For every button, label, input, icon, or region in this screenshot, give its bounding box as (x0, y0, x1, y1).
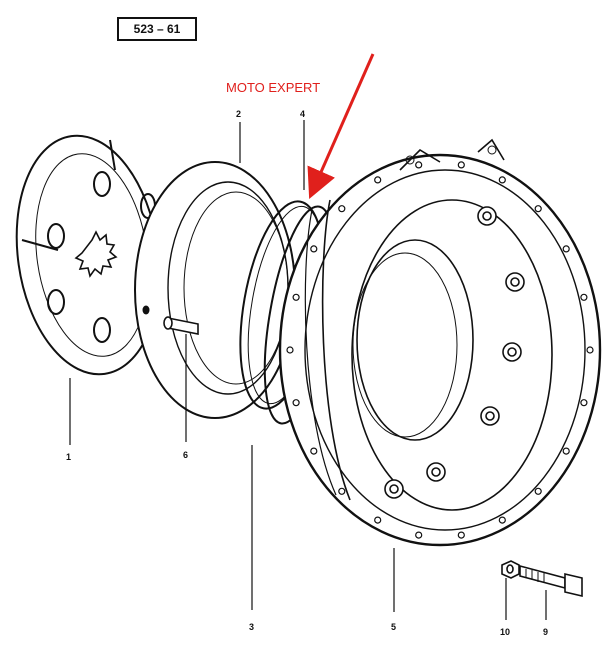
callout-2: 2 (236, 109, 241, 119)
bolt-hole (562, 245, 570, 253)
bolt-hole (562, 447, 570, 455)
bolt-hole (286, 346, 294, 354)
bolt-hole (310, 245, 318, 253)
bolt-hole (338, 205, 346, 213)
bolt-hole (457, 161, 465, 169)
watermark-text: MOTO EXPERT (226, 80, 321, 95)
callout-6: 6 (183, 450, 188, 460)
part-9-bolt (519, 564, 583, 598)
bolt-hole (415, 161, 423, 169)
housing-internal-lugs (384, 206, 525, 499)
bolt-hole (292, 399, 300, 407)
bolt-hole (374, 516, 382, 524)
callout-3: 3 (249, 622, 254, 632)
housing-bolt-holes (286, 161, 594, 539)
bolt-hole (534, 487, 542, 495)
bolt-hole (310, 447, 318, 455)
bolt-hole (534, 205, 542, 213)
bolt-hole (415, 531, 423, 539)
bolt-hole (586, 346, 594, 354)
part-2-disc (134, 161, 296, 419)
red-annotation-arrow (307, 53, 375, 199)
bolt-hole (374, 176, 382, 184)
bolt-hole (498, 176, 506, 184)
callout-5: 5 (391, 622, 396, 632)
diagram-reference-box: 523 – 61 (117, 17, 197, 41)
callout-9: 9 (543, 627, 548, 637)
part-5-housing (278, 138, 602, 547)
callout-leaders (69, 120, 547, 620)
part-10-nut (501, 560, 520, 579)
bolt-hole (580, 399, 588, 407)
callout-1: 1 (66, 452, 71, 462)
part-6-pin (163, 316, 199, 335)
bolt-hole (580, 293, 588, 301)
bolt-hole (498, 516, 506, 524)
callout-4: 4 (300, 109, 305, 119)
bolt-hole (338, 487, 346, 495)
diagram-reference-label: 523 – 61 (133, 22, 181, 36)
bolt-hole (457, 531, 465, 539)
callout-10: 10 (500, 627, 510, 637)
bolt-hole (292, 293, 300, 301)
